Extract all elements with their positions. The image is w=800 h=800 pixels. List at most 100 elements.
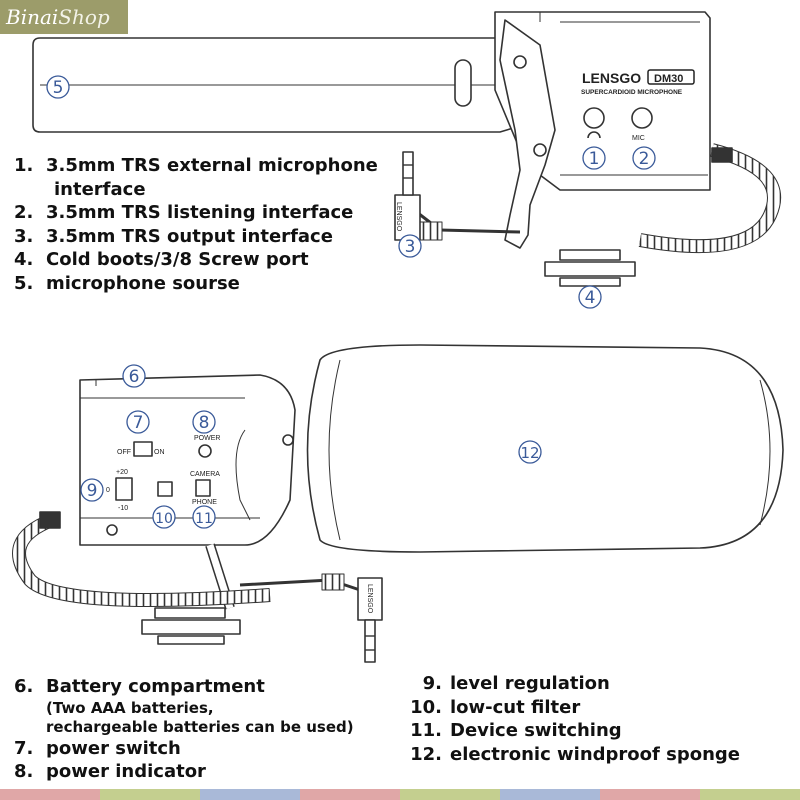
legend-text: 3.5mm TRS external microphone [46,155,378,176]
legend-text: Cold boots/3/8 Screw port [46,249,309,270]
legend-item-8: 8.power indicator [14,760,354,784]
callout-circle-6 [122,364,146,388]
callout-8: 8 [199,413,210,433]
legend-num: 1. [14,155,34,176]
mic-jack [631,107,653,129]
callout-2: 2 [639,149,650,169]
mic-body-bottom [79,374,296,546]
legend-item-7: 7. power switch [14,737,354,761]
callout-circle-4 [578,285,602,309]
callout-5: 5 [53,78,64,98]
legend-item-6: 6. Battery compartment [14,675,354,699]
model-label: DM30 [654,73,683,85]
watermark-part-2: Shop [58,5,110,29]
callout-7: 7 [133,413,144,433]
legend-item-6-sub2: rechargeable batteries can be used) [46,717,354,736]
legend-num: 6. [14,676,34,697]
legend-item-3: 3. 3.5mm TRS output interface [14,225,378,249]
callout-circle-12 [518,440,542,464]
legend-num: 9. [422,673,442,694]
callout-circle-2 [632,146,656,170]
cable-label-top: LENSGO [395,202,402,232]
legend-num: 5. [14,272,34,294]
watermark-part-1: Binai [6,5,59,29]
device-switch [195,479,211,497]
legend-num: 11. [410,720,442,741]
callout-1: 1 [589,149,600,169]
callout-9: 9 [87,481,98,501]
top-microphone [32,11,782,287]
power-switch [133,441,153,457]
camera-label: CAMERA [190,471,220,478]
cold-shoe-top [559,249,621,261]
legend-num: 2. [14,202,34,223]
legend-num: 7. [14,737,34,759]
legend-bottom-left: 6. Battery compartment (Two AAA batteries… [14,675,354,784]
callout-circle-5 [46,75,70,99]
legend-num: 12. [410,743,442,765]
legend-text: 3.5mm TRS listening interface [46,202,354,223]
headphone-jack [583,107,605,129]
legend-item-5: 5. microphone sourse [14,272,378,296]
legend-item-11: 11. Device switching [398,719,740,743]
legend-text: Device switching [450,720,622,741]
minus10-label: -10 [118,505,128,512]
callout-circle-9 [80,478,104,502]
bottom-microphone [12,344,784,663]
legend-text: Battery compartment [46,676,265,697]
legend-text: 3.5mm TRS output interface [46,225,333,247]
zero-label: 0 [106,487,110,494]
windproof-sponge [306,344,784,553]
power-label: POWER [194,435,220,442]
callout-4: 4 [585,288,596,308]
callout-10: 10 [155,511,173,527]
tube-slot [454,59,472,107]
stripe-segment-7 [600,789,700,800]
legend-top: 1.3.5mm TRS external microphone interfac… [14,154,378,295]
legend-text: electronic windproof sponge [450,743,740,765]
legend-item-2: 2. 3.5mm TRS listening interface [14,201,378,225]
plus20-label: +20 [116,469,128,476]
legend-item-10: 10.low-cut filter [398,696,740,720]
footer-color-stripe [0,789,800,800]
phone-label: PHONE [192,499,217,506]
mic-clamp [499,19,556,249]
trs-plug-bottom [357,577,383,621]
legend-item-6-sub1: (Two AAA batteries, [46,698,214,717]
stripe-segment-3 [200,789,300,800]
cable-label-bottom: LENSGO [366,584,373,614]
power-indicator-led [198,444,212,458]
callout-6: 6 [129,367,140,387]
legend-item-4: 4. Cold boots/3/8 Screw port [14,248,378,272]
legend-num: 3. [14,225,34,247]
legend-text: level regulation [450,673,610,694]
callout-circle-7 [126,410,150,434]
legend-text: microphone sourse [46,272,240,294]
legend-num: 4. [14,249,34,270]
brand-label: LENSGO [582,70,641,86]
callout-circle-10 [152,505,176,529]
stripe-segment-4 [300,789,400,800]
legend-item-12: 12. electronic windproof sponge [398,743,740,767]
callout-circle-1 [582,146,606,170]
legend-text: power switch [46,737,181,759]
callout-circle-8 [192,410,216,434]
callout-circle-3 [398,234,422,258]
stripe-segment-5 [400,789,500,800]
callout-11: 11 [195,511,213,527]
callouts [46,75,656,529]
headphone-icon [587,131,601,139]
subtitle-label: SUPERCARDIOID MICROPHONE [581,89,683,96]
mic-jack-label: MIC [632,135,645,142]
legend-item-9: 9. level regulation [398,672,740,696]
level-switch [115,477,133,501]
stripe-segment-8 [700,789,800,800]
lowcut-switch [157,481,173,497]
legend-text: low-cut filter [450,696,581,718]
cold-shoe-bottom [154,607,226,619]
callout-3: 3 [405,237,416,257]
legend-num: 8. [14,761,34,782]
stripe-segment-1 [0,789,100,800]
